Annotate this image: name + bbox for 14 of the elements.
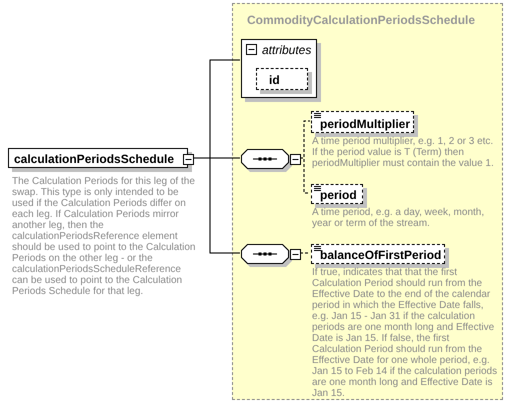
element-name: id — [269, 73, 280, 87]
type-title: CommodityCalculationPeriodsSchedule — [247, 13, 476, 27]
element-name: calculationPeriodsSchedule — [14, 152, 174, 166]
connector-line — [192, 158, 240, 254]
type-container — [232, 3, 503, 400]
element-name: balanceOfFirstPeriod — [320, 248, 442, 262]
element-name: periodMultiplier — [320, 117, 410, 131]
description-text: A time period, e.g. a day, week, month, year or term of the stream. — [312, 207, 486, 229]
description-text: If true, indicates that that the first Calculation Period should run from the Effective Date to the end of the calendar period in which the Effective Date falls, e.g. Jan 15 - Jan 31 if the calculation periods are one month long and Effective Date is Jan 15. If false, the first Calculation Period should run from the Effective Date for one whole period, e.g. Jan 15 to Feb 14 if the calculation periods are one month long and Effective Date is Jan 15. — [312, 267, 498, 399]
description-text: The Calculation Periods for this leg of the swap. This type is only intended to be used if the Calculation Periods differ on each leg. If Calculation Periods mirror another leg, then the calculationPeriodsReference element should be used to point to the Calculation Periods on the other leg - or the calculationPeriodsScheduleReference can be used to point to the Calculation Periods Schedule for that leg. — [12, 176, 196, 297]
group-label: attributes — [262, 43, 312, 57]
connector-line — [300, 252, 310, 254]
description-text: A time period multiplier, e.g. 1, 2 or 3 etc. If the period value is T (Term) then periodMultiplier must contain the value 1. — [312, 136, 495, 169]
element-name: period — [320, 188, 357, 202]
